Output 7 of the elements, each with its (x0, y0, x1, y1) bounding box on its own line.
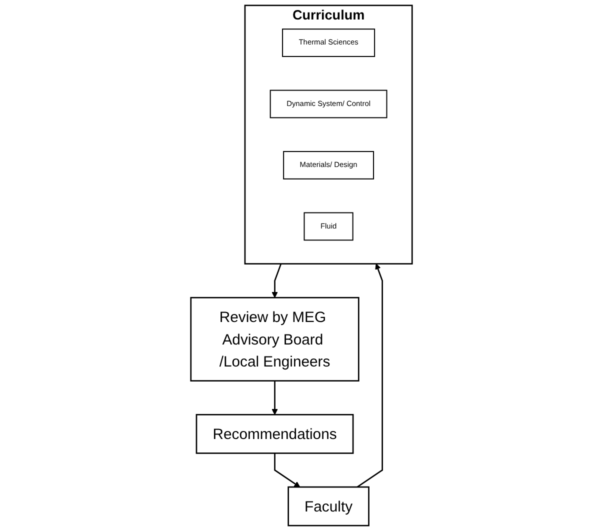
node-box: Review by MEG Advisory Board /Local Engineers (190, 296, 360, 382)
arrow (272, 264, 282, 298)
node-box: Recommendations (196, 414, 354, 454)
arrow (274, 453, 300, 488)
arrow (356, 264, 383, 488)
node-box: Faculty (288, 486, 370, 526)
arrow (272, 380, 278, 415)
